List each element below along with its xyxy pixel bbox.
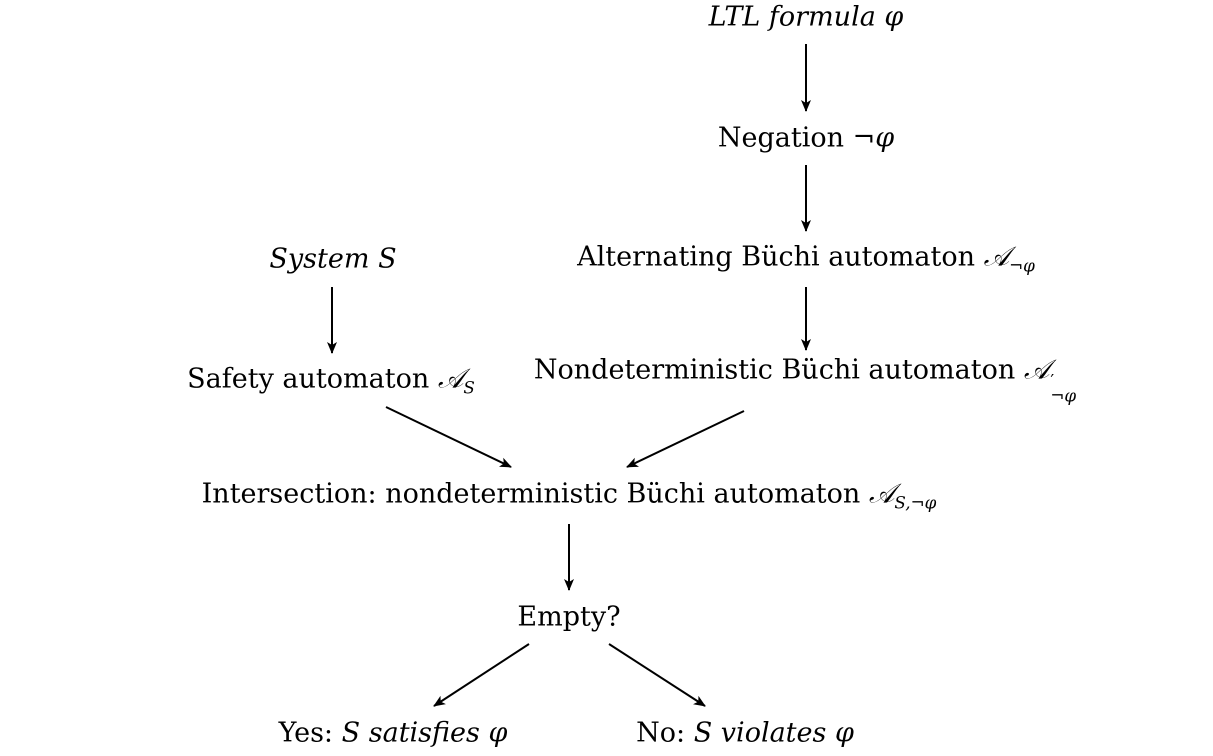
automaton-symbol: 𝒜 xyxy=(437,363,464,395)
intersection-label: Intersection: nondeterministic Büchi aut… xyxy=(201,478,861,510)
no-prefix: No: xyxy=(636,717,686,749)
yes-prefix: Yes: xyxy=(278,717,334,749)
automaton-subscript: ¬φ xyxy=(1050,385,1077,406)
neg-phi-symbol: ¬φ xyxy=(852,122,895,154)
node-no-outcome: No: S violates φ xyxy=(636,720,854,747)
system-symbol: S xyxy=(378,243,397,275)
yes-subject: S xyxy=(341,717,361,749)
arrow-empty-to-yes xyxy=(433,643,530,707)
automaton-subscript: S,¬φ xyxy=(894,492,937,513)
node-ltl-formula: LTL formula φ xyxy=(709,4,904,31)
ltl-label: LTL formula xyxy=(708,1,876,33)
yes-phi: φ xyxy=(488,717,508,749)
no-phi: φ xyxy=(834,717,854,749)
node-safety-automaton: Safety automaton 𝒜S xyxy=(187,366,475,397)
node-alternating-buchi: Alternating Büchi automaton 𝒜¬φ xyxy=(577,244,1035,275)
automaton-symbol: 𝒜 xyxy=(1023,354,1050,386)
automaton-subscript: S xyxy=(463,377,475,398)
node-nondeterministic-buchi: Nondeterministic Büchi automaton 𝒜′¬φ xyxy=(533,354,1077,406)
yes-verb: satisfies xyxy=(368,717,480,749)
alternating-label: Alternating Büchi automaton xyxy=(577,241,975,273)
node-empty-check: Empty? xyxy=(517,604,620,631)
arrow-safety-to-intersection xyxy=(385,406,512,468)
negation-label: Negation xyxy=(717,122,844,154)
node-intersection: Intersection: nondeterministic Büchi aut… xyxy=(202,481,937,512)
nondet-label: Nondeterministic Büchi automaton xyxy=(533,354,1016,386)
no-verb: violates xyxy=(720,717,827,749)
prime-mark: ′ xyxy=(1050,370,1055,391)
node-yes-outcome: Yes: S satisfies φ xyxy=(279,720,508,747)
safety-label: Safety automaton xyxy=(187,363,430,395)
automaton-subscript: ¬φ xyxy=(1009,255,1035,276)
automaton-symbol: 𝒜 xyxy=(868,478,895,510)
system-label: System xyxy=(269,243,370,275)
arrow-nondet-to-intersection xyxy=(626,410,745,468)
node-negation: Negation ¬φ xyxy=(718,125,894,152)
phi-symbol: φ xyxy=(884,1,904,33)
prime-subscript-stack: ′¬φ xyxy=(1050,370,1077,406)
automaton-symbol: 𝒜 xyxy=(983,241,1010,273)
empty-label: Empty? xyxy=(517,601,621,633)
arrow-empty-to-no xyxy=(608,643,706,707)
node-system: System S xyxy=(269,246,396,273)
no-subject: S xyxy=(693,717,713,749)
